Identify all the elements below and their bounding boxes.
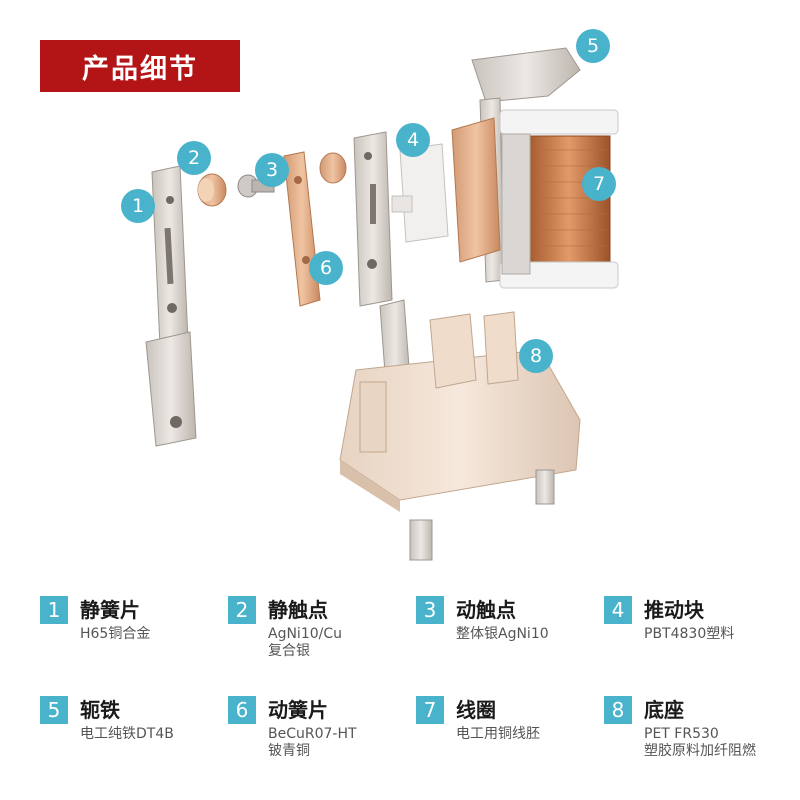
legend-part-name: 轭铁 — [80, 698, 120, 722]
legend-part-name: 线圈 — [456, 698, 496, 722]
legend-part-material: PBT4830塑料 — [644, 626, 735, 642]
legend-item-7: 7 线圈 电工用铜线胚 — [416, 688, 596, 768]
legend-item-4: 4 推动块 PBT4830塑料 — [604, 588, 784, 668]
legend-number-badge: 6 — [228, 696, 256, 724]
relay-exploded-illustration: 1 2 3 4 5 6 7 8 — [121, 29, 619, 561]
legend-part-name: 推动块 — [644, 598, 704, 622]
static-contact-part — [197, 173, 227, 207]
legend-part-name: 动簧片 — [268, 698, 328, 722]
legend-part-material: H65铜合金 — [80, 626, 151, 642]
svg-text:6: 6 — [320, 257, 332, 279]
legend-part-name: 底座 — [644, 698, 684, 722]
callout-5: 5 — [576, 29, 610, 63]
legend-number-badge: 4 — [604, 596, 632, 624]
svg-text:8: 8 — [530, 345, 542, 367]
legend-item-5: 5 轭铁 电工纯铁DT4B — [40, 688, 220, 768]
legend-item-3: 3 动触点 整体银AgNi10 — [416, 588, 596, 668]
push-block-part — [391, 143, 449, 243]
legend-number-badge: 7 — [416, 696, 444, 724]
callout-2: 2 — [177, 141, 211, 175]
svg-text:2: 2 — [188, 147, 200, 169]
page-title: 产品细节 — [82, 53, 198, 85]
base-part — [339, 311, 581, 561]
legend-number-badge: 8 — [604, 696, 632, 724]
svg-text:5: 5 — [587, 35, 599, 57]
callout-6: 6 — [309, 251, 343, 285]
legend-part-name: 静簧片 — [80, 598, 140, 622]
legend-number-badge: 5 — [40, 696, 68, 724]
svg-text:7: 7 — [593, 173, 605, 195]
svg-text:3: 3 — [266, 159, 278, 181]
legend-part-name: 动触点 — [456, 598, 516, 622]
svg-text:4: 4 — [407, 129, 419, 151]
svg-text:1: 1 — [132, 195, 144, 217]
legend-number-badge: 3 — [416, 596, 444, 624]
terminal-part — [353, 131, 411, 387]
moving-spring-part — [283, 151, 321, 307]
static-spring-part — [145, 165, 197, 447]
callout-8: 8 — [519, 339, 553, 373]
legend-number-badge: 2 — [228, 596, 256, 624]
legend-part-name: 静触点 — [268, 598, 328, 622]
title-banner: 产品细节 — [40, 40, 240, 92]
legend-part-material: 整体银AgNi10 — [456, 626, 549, 642]
callout-3: 3 — [255, 153, 289, 187]
callout-7: 7 — [582, 167, 616, 201]
coil-assembly-part — [451, 47, 619, 289]
callout-1: 1 — [121, 189, 155, 223]
legend-item-1: 1 静簧片 H65铜合金 — [40, 588, 220, 668]
legend-part-material: 电工纯铁DT4B — [80, 726, 174, 742]
callout-4: 4 — [396, 123, 430, 157]
legend-number-badge: 1 — [40, 596, 68, 624]
legend-part-material: 电工用铜线胚 — [456, 726, 540, 742]
